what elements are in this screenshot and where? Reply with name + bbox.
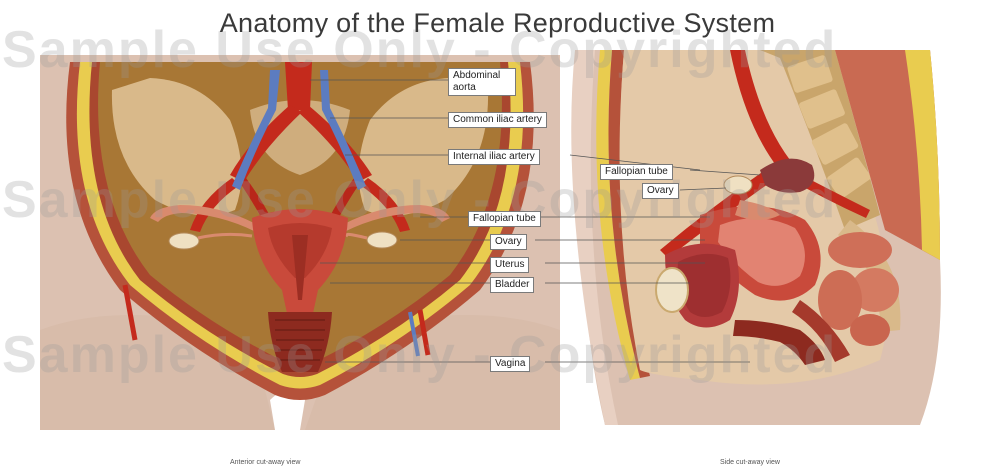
right-ovary: [367, 232, 397, 248]
label-common-iliac-artery: Common iliac artery: [448, 112, 547, 128]
figure-title: Anatomy of the Female Reproductive Syste…: [0, 8, 995, 39]
abdominal-aorta: [285, 62, 312, 110]
label-internal-iliac-artery: Internal iliac artery: [448, 149, 540, 165]
label-abdominal-aorta: Abdominal aorta: [448, 68, 516, 96]
caption-anterior: Anterior cut-away view: [230, 459, 300, 466]
label-fallopian-tube-anterior: Fallopian tube: [468, 211, 541, 227]
caption-side: Side cut-away view: [720, 459, 780, 466]
label-fallopian-tube-side: Fallopian tube: [600, 164, 673, 180]
label-ovary-anterior: Ovary: [490, 234, 527, 250]
label-uterus: Uterus: [490, 257, 529, 273]
left-ovary: [169, 233, 199, 249]
side-ovary: [724, 176, 752, 194]
side-view-illustration: [535, 50, 941, 425]
pubic-bone: [656, 268, 688, 312]
label-vagina: Vagina: [490, 356, 530, 372]
label-bladder: Bladder: [490, 277, 534, 293]
label-ovary-side: Ovary: [642, 183, 679, 199]
